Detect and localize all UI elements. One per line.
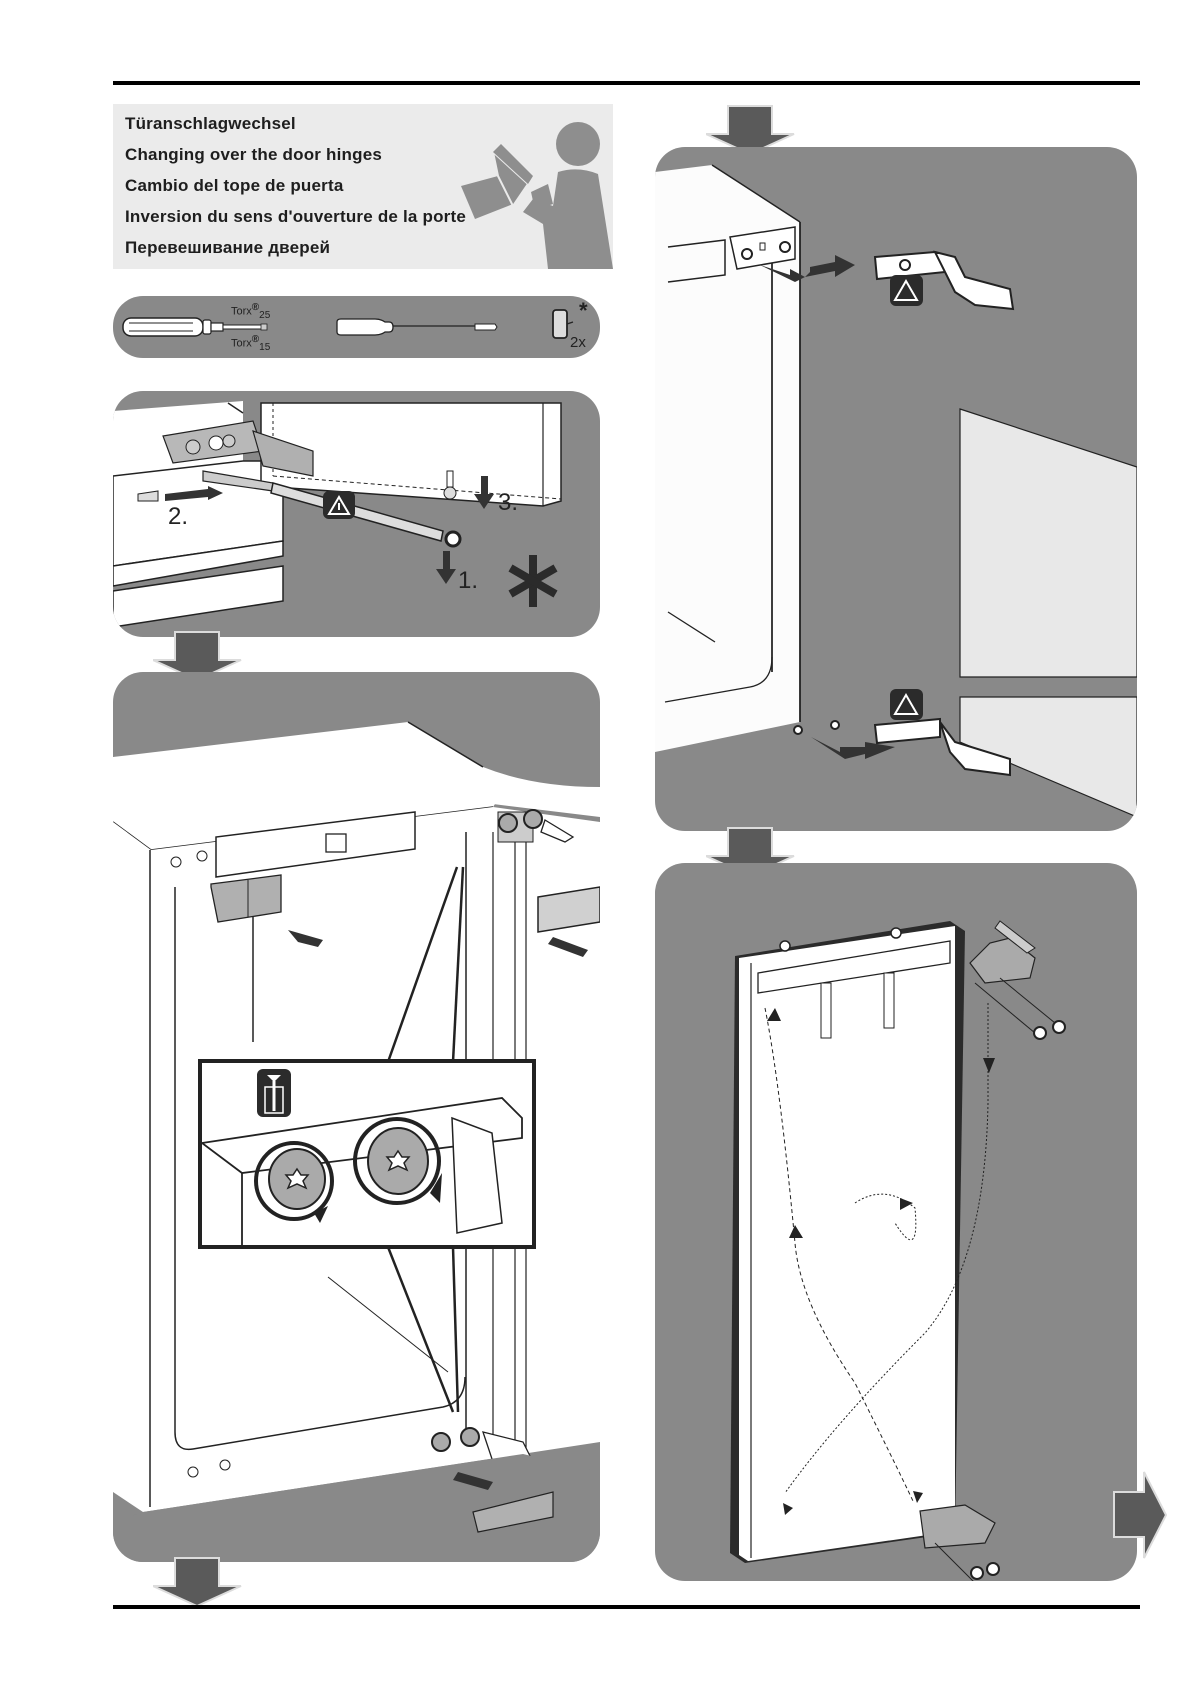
torx-screwdriver-icon — [122, 317, 268, 337]
title-ru: Перевешивание дверей — [125, 238, 331, 257]
title-fr: Inversion du sens d'ouverture de la port… — [125, 207, 466, 226]
next-page-arrow-icon[interactable] — [1112, 1470, 1168, 1560]
flow-arrow-down-icon — [706, 105, 795, 154]
read-manual-person-icon — [461, 122, 613, 269]
step-label-2: 2. — [168, 503, 189, 530]
step2-panel — [113, 672, 600, 1562]
step1-illustration — [113, 401, 562, 628]
torx-bottom-label: Torx®15 — [231, 334, 271, 353]
torx-top-label: Torx®25 — [231, 302, 271, 321]
title-box: Türanschlagwechsel Changing over the doo… — [113, 104, 613, 269]
screw-wall-plug-icon — [257, 1069, 291, 1117]
detail-illustration — [202, 1097, 523, 1245]
step4-panel — [655, 863, 1137, 1581]
flow-arrow-down-icon — [153, 1557, 242, 1606]
step-label-3: 3. — [498, 489, 519, 516]
quantity-label: 2x — [570, 334, 586, 351]
tools-panel: Torx®25 Torx®15 * 2x — [113, 296, 600, 358]
torx-screw-left — [254, 1141, 334, 1223]
title-es: Cambio del tope de puerta — [125, 176, 344, 195]
detail-zoom-box — [198, 1059, 536, 1249]
step-label-1: 1. — [458, 567, 479, 594]
flow-arrow-down-icon — [153, 631, 242, 680]
step3-illustration — [655, 164, 1137, 818]
step3-panel — [655, 147, 1137, 831]
flat-screwdriver-icon — [336, 318, 498, 336]
asterisk-mark: * — [579, 298, 588, 323]
step4-illustration — [730, 920, 1066, 1581]
title-de: Türanschlagwechsel — [125, 114, 296, 133]
step1-panel: 2. 3. 1. — [113, 391, 600, 637]
bottom-rule — [113, 1605, 1140, 1609]
top-rule — [113, 81, 1140, 85]
cover-part-icon — [552, 309, 574, 339]
title-en: Changing over the door hinges — [125, 145, 383, 164]
torx-screw-right — [353, 1117, 442, 1205]
